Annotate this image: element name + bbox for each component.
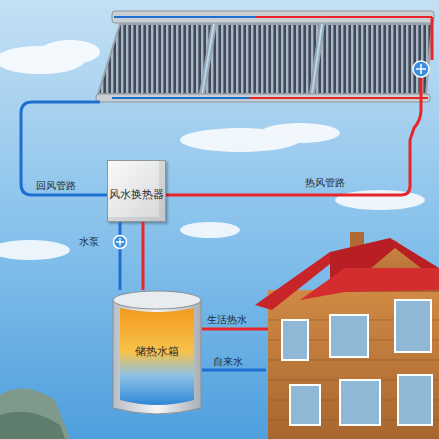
pump-label: 水泵 [79, 236, 99, 248]
collector-panel [98, 24, 212, 94]
pipe [255, 16, 432, 18]
water-pipe [119, 222, 122, 290]
cold-water-pipe [202, 369, 266, 372]
pipe [114, 16, 255, 18]
house-wall [268, 290, 439, 439]
manifold [96, 94, 430, 102]
water-pipe [142, 222, 145, 290]
mountain [0, 389, 70, 439]
pipe-label: 热风管路 [305, 177, 345, 189]
hot-water-pipe [202, 328, 272, 331]
pipe-label: 回风管路 [36, 180, 76, 192]
fan-symbol [413, 61, 429, 77]
house [255, 232, 439, 439]
tank-top [113, 291, 201, 309]
node-text: 风水换热器 [108, 188, 165, 202]
return-air-pipe [21, 102, 107, 195]
pipe-label: 自来水 [213, 356, 243, 368]
pump-symbol [114, 236, 127, 249]
heat-exchanger-box: 风水换热器 [107, 160, 166, 222]
manifold [112, 11, 434, 23]
hot-air-pipe [166, 17, 432, 195]
node-text: 储热水箱 [112, 344, 202, 359]
tank-body [113, 300, 201, 414]
mountain [0, 412, 65, 439]
collector-panel [314, 24, 432, 94]
windows [282, 300, 432, 425]
solar-collector [96, 11, 434, 102]
pipe [112, 97, 250, 99]
storage-tank: 储热水箱 [112, 290, 202, 418]
pipe [250, 97, 428, 99]
roof [300, 268, 439, 300]
pipe-label: 生活热水 [207, 314, 247, 326]
collector-panel [204, 24, 320, 94]
